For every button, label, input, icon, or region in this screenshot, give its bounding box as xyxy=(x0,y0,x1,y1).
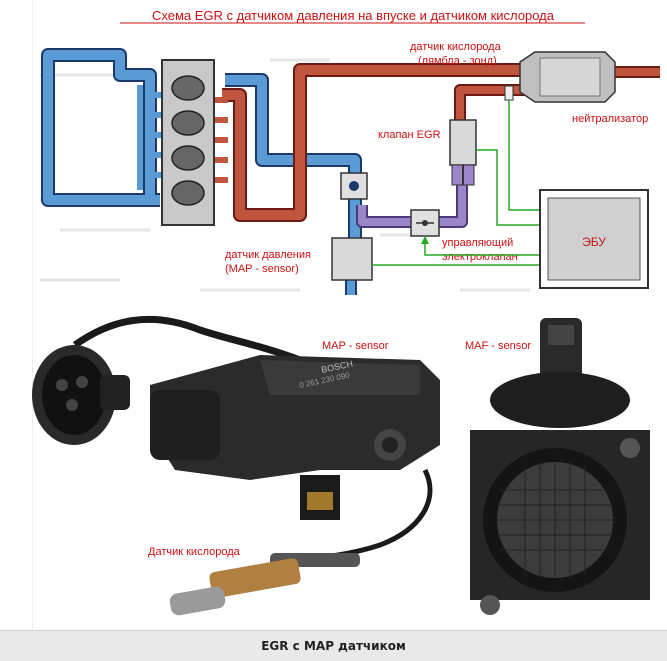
lambda-probe xyxy=(504,85,514,101)
lambda-label-line1: датчик кислорода xyxy=(410,41,502,53)
map-sensor-box xyxy=(331,237,373,281)
catalytic-converter xyxy=(519,51,616,103)
round-connector xyxy=(32,345,130,445)
engine-block xyxy=(161,59,215,226)
map-label-line1: датчик давления xyxy=(225,249,311,261)
solenoid-label-line1: управляющий xyxy=(442,237,513,249)
egr-valve xyxy=(449,119,477,186)
lambda-label-line2: (лямбда - зонд) xyxy=(418,55,497,67)
diagram-title: Схема EGR с датчиком давления на впуске … xyxy=(152,8,555,23)
solenoid-label-line2: электроклапан xyxy=(442,251,518,263)
map-label-line2: (MAP - sensor) xyxy=(225,263,299,275)
map-sensor-photo xyxy=(150,355,440,520)
oxygen-sensor-photo xyxy=(169,553,360,616)
figure-caption: EGR с MAP датчиком xyxy=(261,639,406,653)
throttle-body xyxy=(340,172,368,200)
oxygen-photo-label: Датчик кислорода xyxy=(148,546,241,558)
vacuum-line xyxy=(356,178,468,228)
egr-valve-label: клапан EGR xyxy=(378,129,441,141)
map-photo-label: MAP - sensor xyxy=(322,340,389,352)
solenoid-valve xyxy=(410,209,440,237)
left-margin xyxy=(0,0,33,661)
caption-bar: EGR с MAP датчиком xyxy=(0,630,667,661)
maf-sensor-photo xyxy=(470,318,650,615)
sensor-cable xyxy=(72,315,302,364)
ecu-label: ЭБУ xyxy=(582,235,606,249)
ecu-box xyxy=(539,189,649,289)
maf-photo-label: MAF - sensor xyxy=(465,340,531,352)
catalyst-label: нейтрализатор xyxy=(572,113,648,125)
